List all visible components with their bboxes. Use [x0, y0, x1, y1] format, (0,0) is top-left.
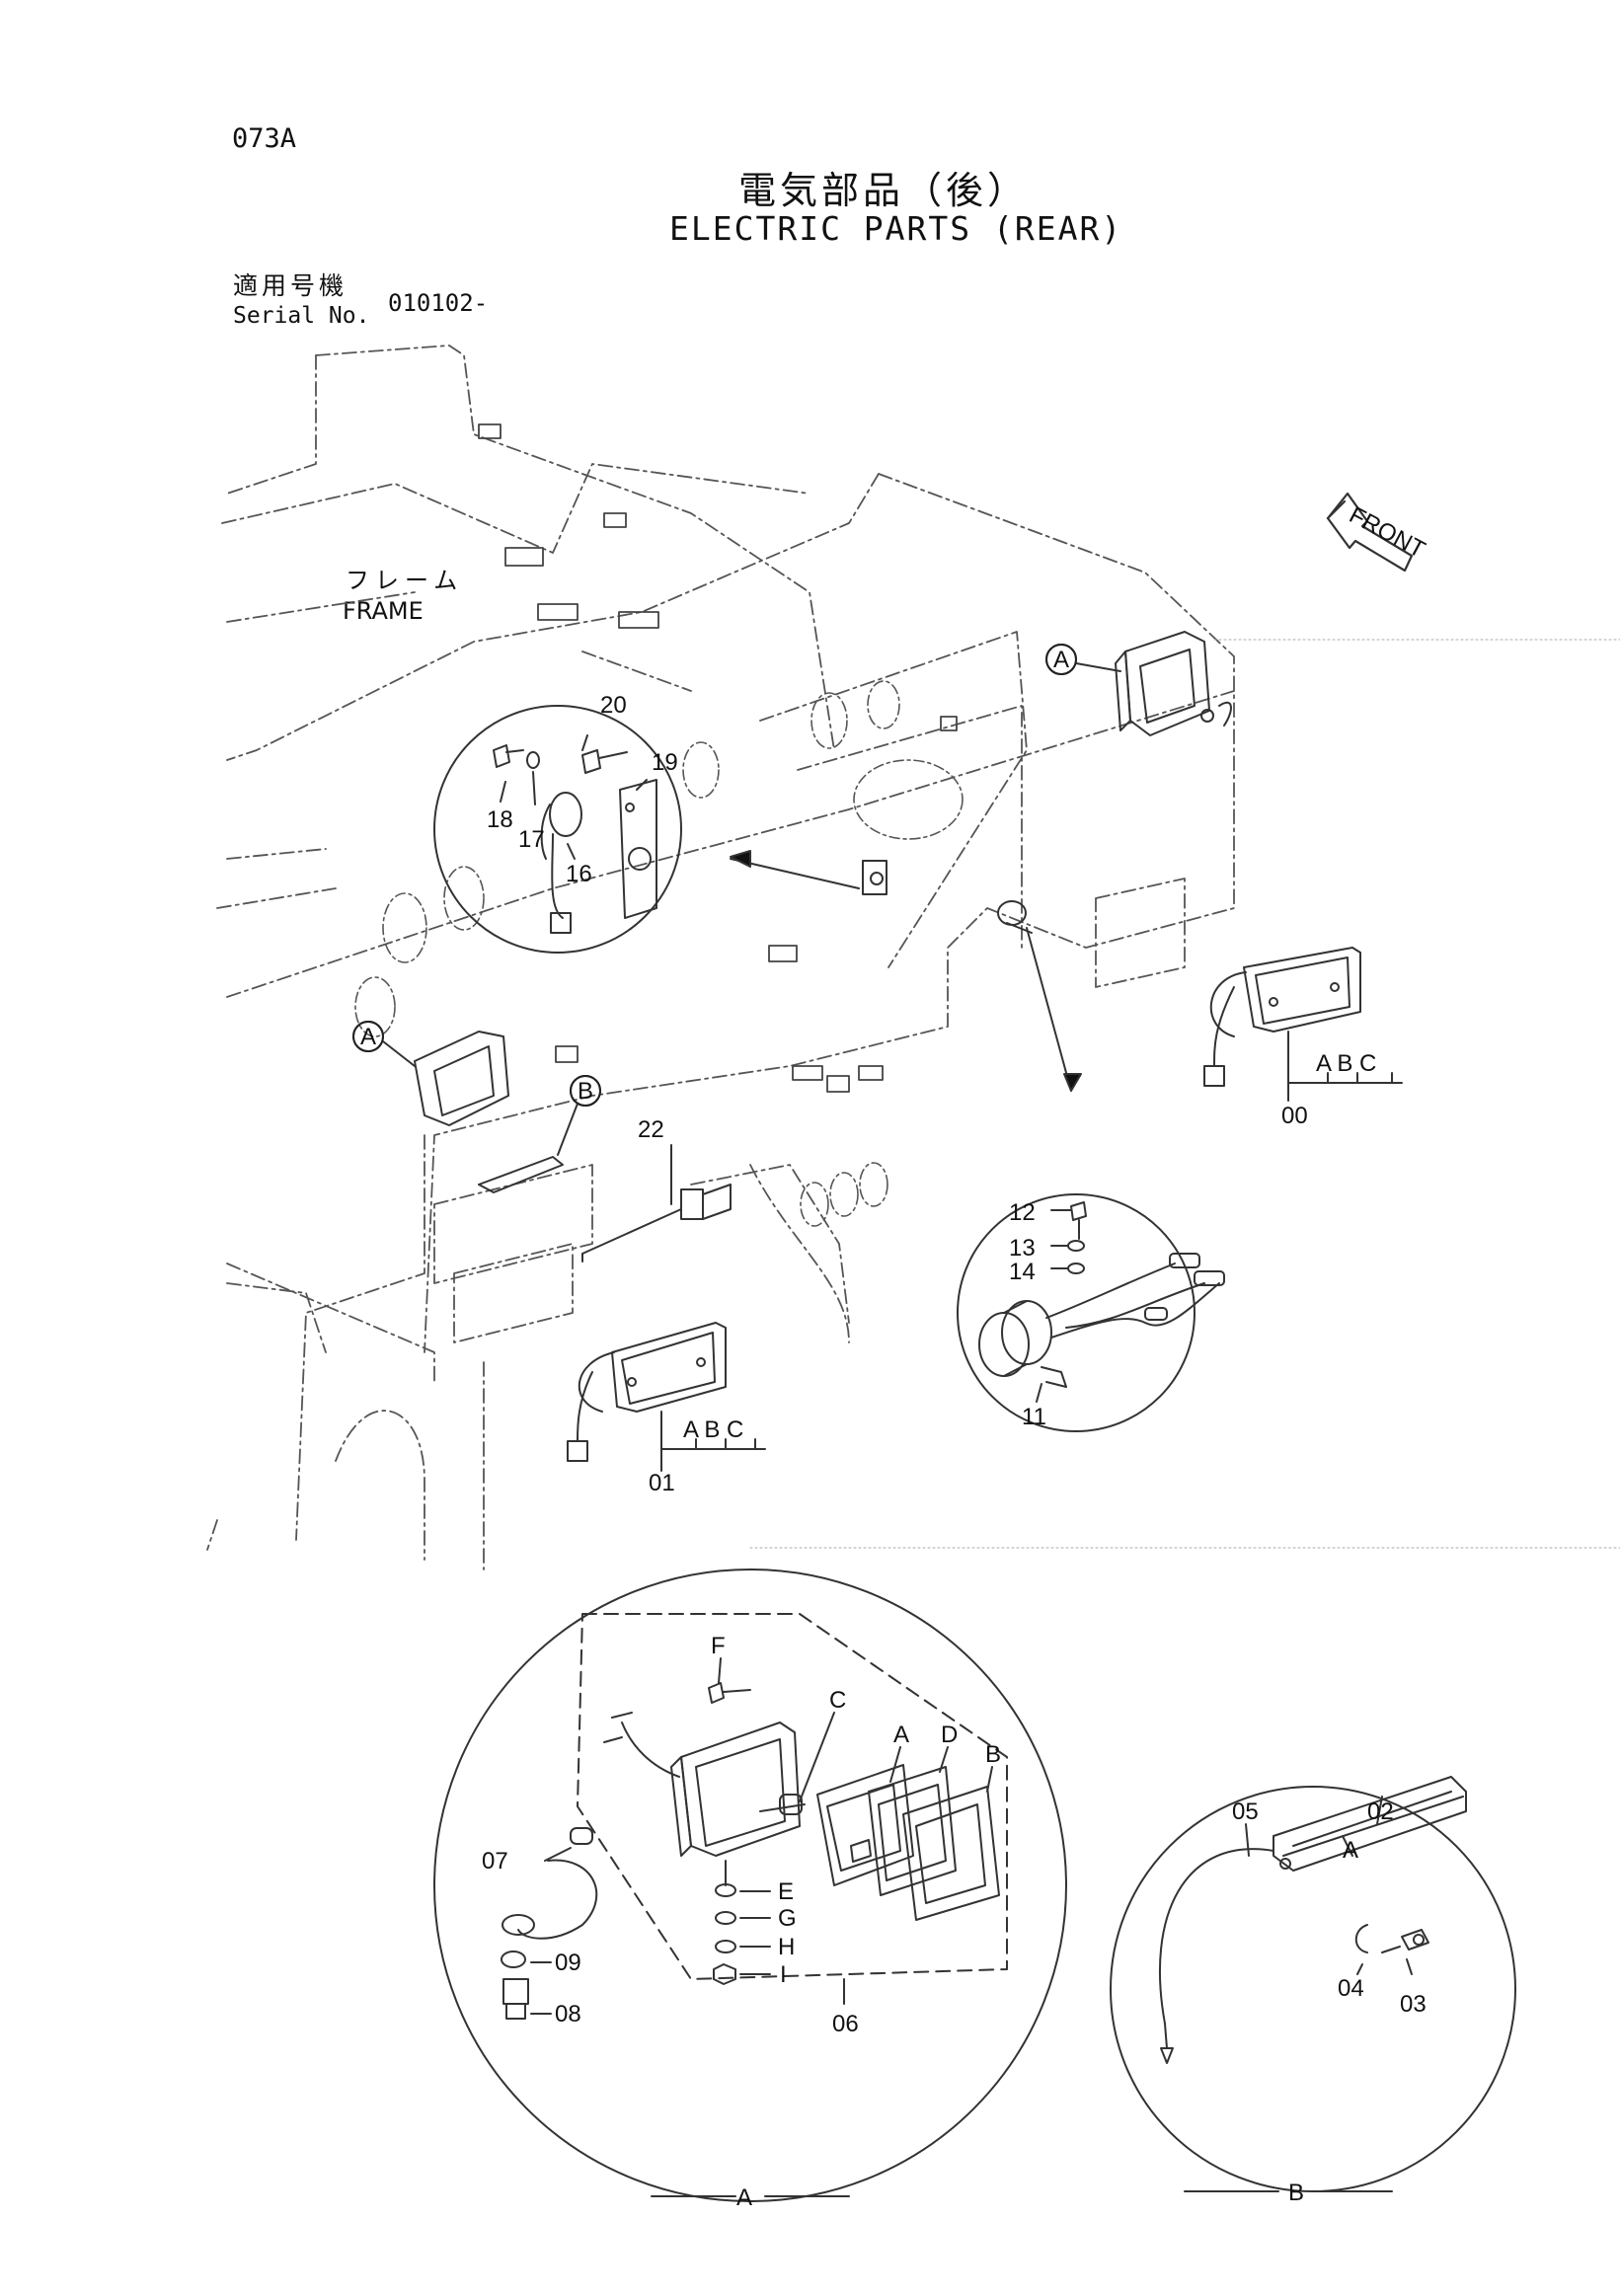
callout-sub-g: G: [778, 1905, 797, 1932]
callout-02: 02: [1367, 1799, 1394, 1825]
front-arrow-label: FRONT: [1345, 501, 1429, 564]
callout-sub-d: D: [941, 1722, 958, 1748]
title-english: ELECTRIC PARTS (REAR): [669, 209, 1123, 248]
detail-label-b: B: [1288, 2180, 1304, 2206]
detail-circle-a: [433, 1569, 1067, 2202]
title-japanese: 電気部品（後）: [738, 169, 1030, 212]
callout-sub-f: F: [711, 1633, 726, 1659]
callout-14: 14: [1009, 1259, 1036, 1285]
callout-sub-c: C: [829, 1687, 846, 1714]
callout-16: 16: [566, 861, 592, 887]
page-code: 073A: [232, 123, 297, 154]
callout-03: 03: [1400, 1991, 1427, 2018]
rear-lamp-right: [1203, 947, 1403, 1102]
frame-blocks: [478, 423, 958, 1093]
callout-18: 18: [487, 806, 513, 833]
callout-01-variants: A B C: [683, 1416, 743, 1443]
harness-22: [581, 1144, 732, 1263]
callout-09: 09: [555, 1950, 581, 1976]
callout-00-variants: A B C: [1316, 1050, 1376, 1077]
callout-04: 04: [1338, 1975, 1364, 2002]
serial-value: 010102-: [388, 289, 489, 317]
detail-circle-horn: [433, 705, 860, 954]
serial-label-japanese: 適用号機: [233, 271, 348, 300]
callout-20: 20: [600, 692, 627, 719]
front-arrow-icon: [1326, 492, 1414, 573]
rear-lamp-left: [567, 1322, 766, 1472]
frame-label-japanese: フレーム: [346, 567, 464, 594]
serial-label-english: Serial No.: [233, 303, 370, 329]
detail-circle-b: [1110, 1776, 1516, 2192]
callout-sub-e: E: [778, 1878, 794, 1905]
callout-00: 00: [1281, 1103, 1308, 1129]
callout-05: 05: [1232, 1799, 1259, 1825]
work-lamp-top-right: [1045, 631, 1232, 736]
work-lamp-left: [352, 1021, 509, 1126]
detail-ref-b: B: [578, 1078, 593, 1105]
callout-sub-a: A: [893, 1722, 909, 1748]
callout-22: 22: [638, 1116, 664, 1143]
callout-sub-h: H: [778, 1934, 795, 1960]
callout-07: 07: [482, 1848, 508, 1875]
callout-12: 12: [1009, 1199, 1036, 1226]
callout-19: 19: [652, 749, 678, 776]
callout-13: 13: [1009, 1235, 1036, 1262]
callout-01: 01: [649, 1470, 675, 1496]
relay-on-frame: [862, 860, 887, 895]
detail-label-a: A: [736, 2184, 752, 2211]
frame-label-english: FRAME: [343, 597, 424, 625]
callout-sub-i: I: [780, 1961, 787, 1988]
frame-outline: [206, 344, 1235, 1570]
callout-11: 11: [1022, 1404, 1046, 1430]
detail-ref-a-left: A: [360, 1024, 376, 1050]
detail-circle-alarm: [957, 900, 1225, 1432]
callout-sub-b: B: [985, 1741, 1001, 1768]
callout-08: 08: [555, 2001, 581, 2028]
detail-ref-a-top: A: [1053, 647, 1069, 673]
frame-holes: [354, 680, 964, 1227]
callout-17: 17: [518, 826, 545, 853]
callout-sub-a-detail-b: A: [1343, 1837, 1358, 1864]
callout-06: 06: [832, 2011, 859, 2037]
